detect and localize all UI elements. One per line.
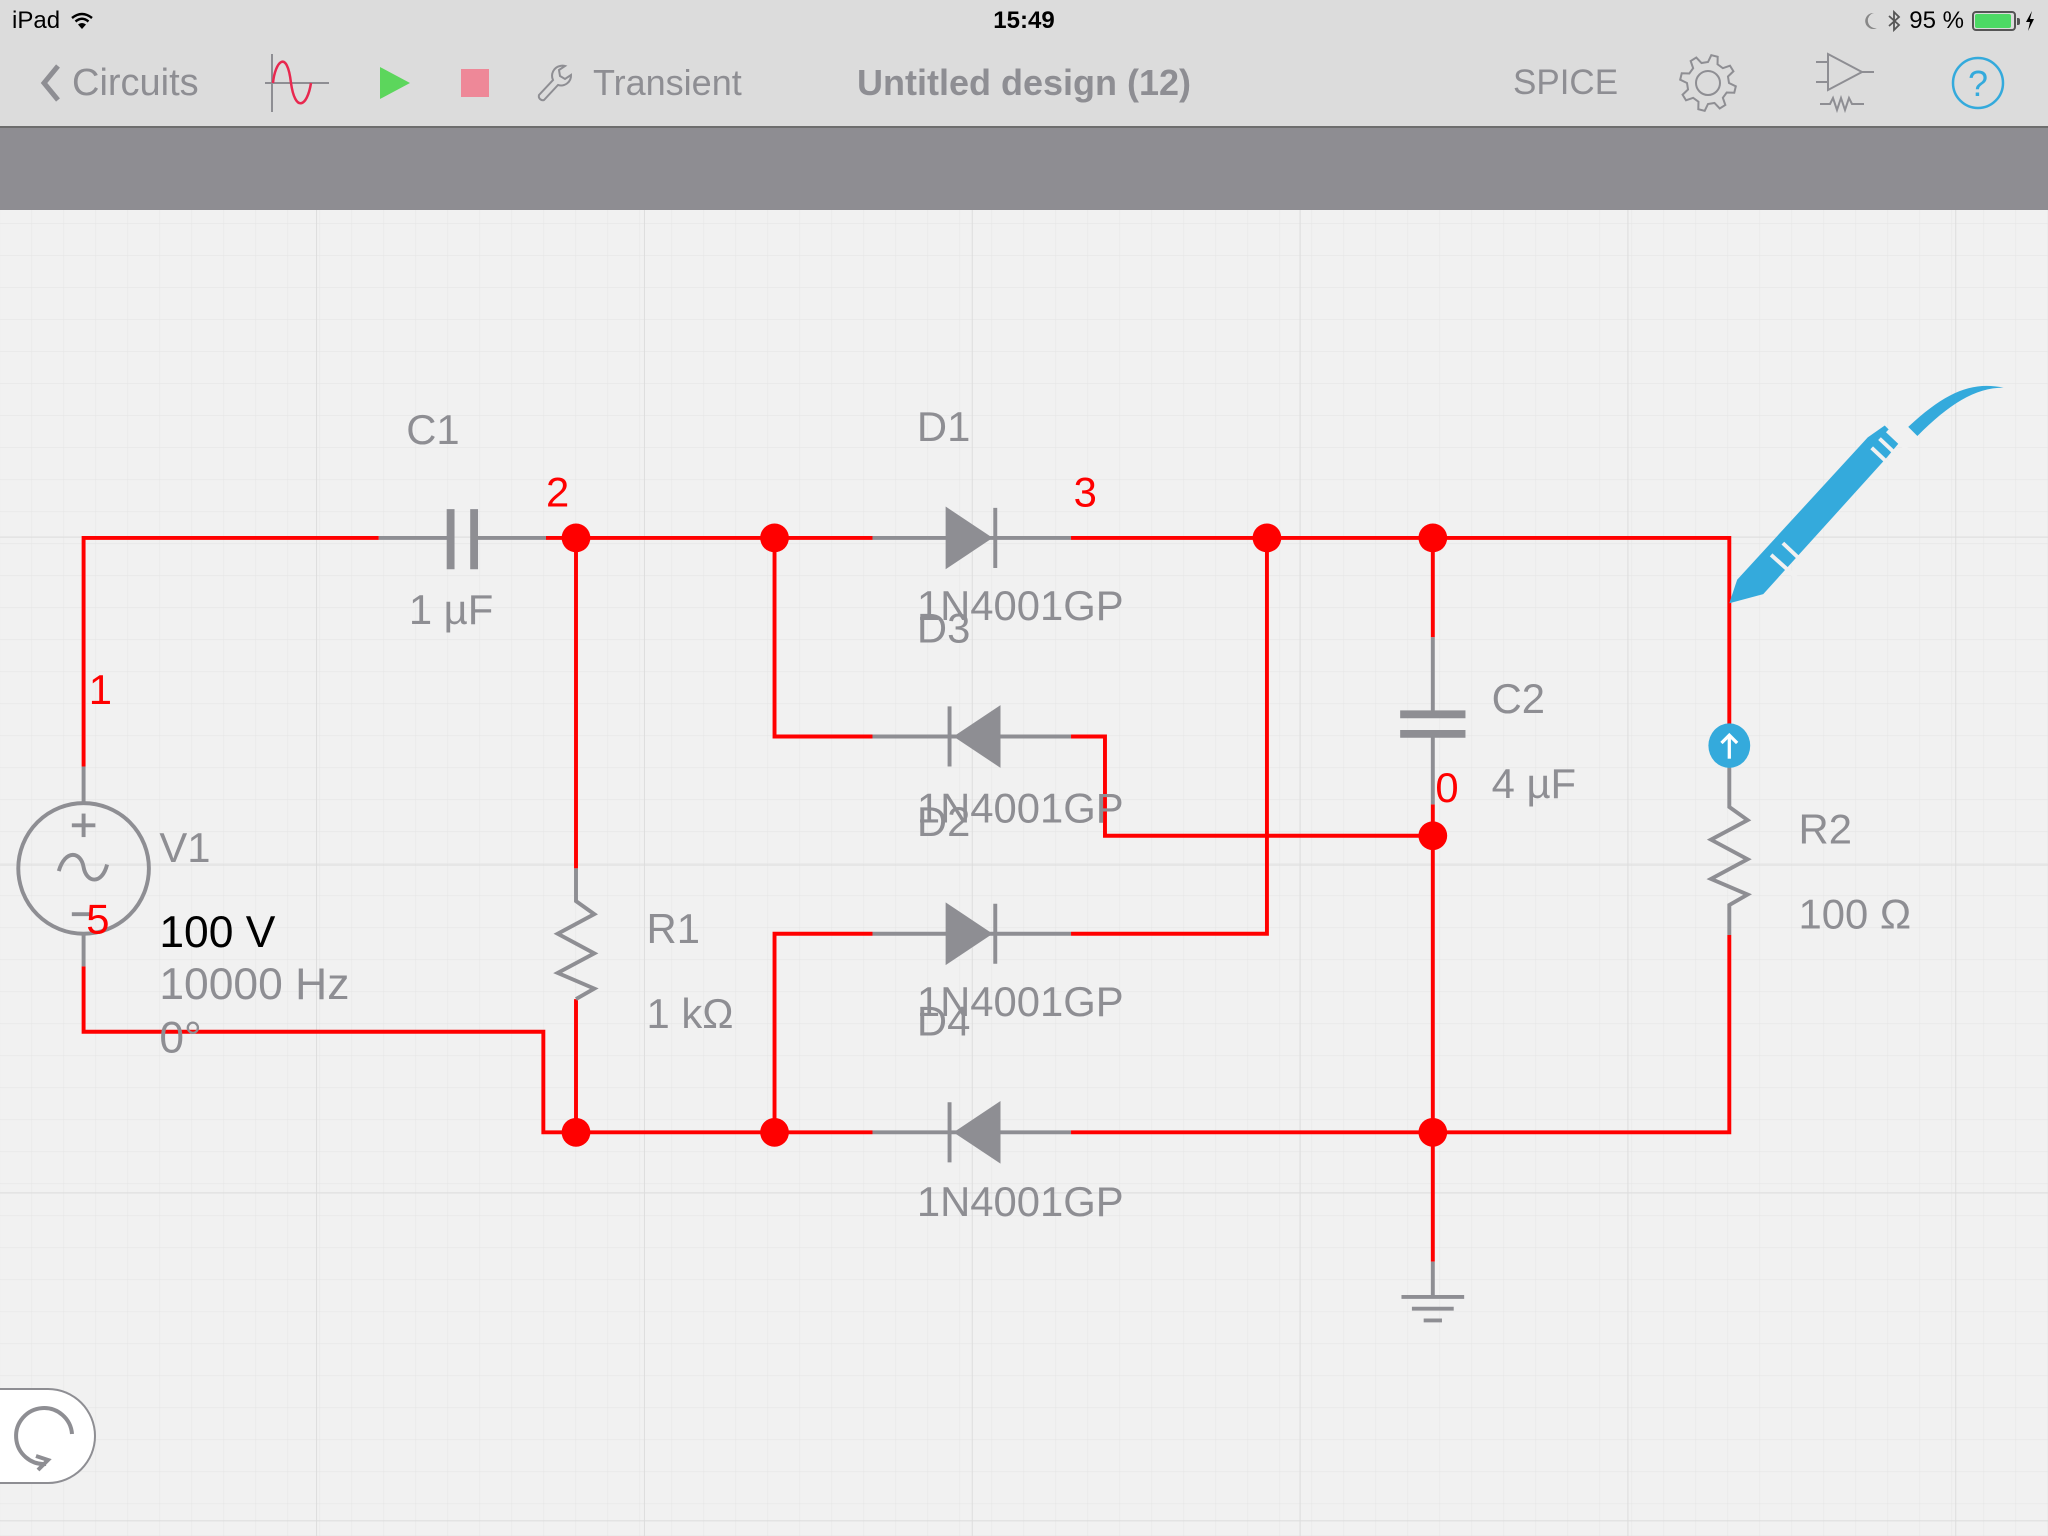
wire-node-3-d2[interactable] bbox=[1071, 537, 1269, 936]
svg-text:?: ? bbox=[1968, 63, 1988, 104]
junction-dot bbox=[561, 1117, 591, 1147]
d2-model: 1N4001GP bbox=[917, 978, 1124, 1025]
back-label: Circuits bbox=[72, 61, 199, 104]
waveform-icon bbox=[265, 54, 329, 112]
wifi-icon bbox=[71, 12, 93, 29]
v1-amplitude: 100 V bbox=[159, 908, 275, 957]
help-icon: ? bbox=[1951, 56, 2005, 110]
wrench-icon bbox=[537, 64, 572, 102]
v1-phase: 0° bbox=[159, 1014, 201, 1063]
ac-source-icon bbox=[56, 813, 110, 917]
back-button[interactable]: Circuits bbox=[38, 40, 199, 126]
wire-d4-right[interactable] bbox=[1071, 935, 1732, 1135]
wire-d3-to-node-0[interactable] bbox=[1071, 734, 1433, 838]
d1-model: 1N4001GP bbox=[917, 582, 1124, 629]
junction-dot bbox=[1418, 1117, 1448, 1147]
junction-dot bbox=[1418, 821, 1448, 851]
node-label-0: 0 bbox=[1435, 764, 1458, 811]
component-v1[interactable] bbox=[16, 766, 151, 967]
component-c1[interactable] bbox=[378, 509, 546, 570]
stop-icon bbox=[461, 69, 489, 97]
d4-label: D4 bbox=[917, 998, 970, 1045]
d3-model: 1N4001GP bbox=[917, 785, 1124, 832]
gear-icon bbox=[1679, 54, 1737, 112]
current-probe-marker[interactable] bbox=[1708, 723, 1751, 768]
analysis-button[interactable]: Transient bbox=[535, 40, 742, 126]
junction-dot bbox=[760, 523, 789, 553]
d4-model: 1N4001GP bbox=[917, 1178, 1124, 1225]
secondary-toolbar bbox=[0, 128, 2048, 210]
component-d4[interactable] bbox=[872, 1100, 1072, 1164]
ground-icon[interactable] bbox=[1401, 1261, 1465, 1323]
c1-value: 1 µF bbox=[409, 586, 493, 633]
wire-node-2-d3[interactable] bbox=[772, 537, 873, 739]
wire-node-1[interactable] bbox=[81, 535, 379, 767]
bluetooth-icon bbox=[1888, 9, 1901, 33]
d3-label: D3 bbox=[917, 604, 970, 651]
settings-button[interactable] bbox=[1675, 40, 1741, 126]
r1-value: 1 kΩ bbox=[647, 990, 734, 1037]
refresh-icon bbox=[14, 1406, 74, 1472]
d1-label: D1 bbox=[917, 403, 970, 450]
status-time: 15:49 bbox=[993, 7, 1055, 34]
wire-node-5[interactable] bbox=[81, 966, 873, 1135]
battery-icon bbox=[1972, 11, 2020, 31]
chevron-left-icon bbox=[40, 64, 60, 102]
v1-label: V1 bbox=[159, 824, 210, 871]
c2-label: C2 bbox=[1492, 675, 1545, 722]
spice-button[interactable]: SPICE bbox=[1513, 40, 1618, 126]
wires bbox=[81, 535, 1732, 1262]
battery-percent: 95 % bbox=[1909, 7, 1964, 34]
d2-label: D2 bbox=[917, 798, 970, 845]
junctions bbox=[561, 523, 1448, 1147]
component-library-button[interactable] bbox=[1812, 40, 1880, 126]
v1-frequency: 10000 Hz bbox=[159, 960, 349, 1009]
node-label-5: 5 bbox=[86, 896, 109, 943]
junction-dot bbox=[760, 1117, 789, 1147]
toolbar: Circuits Transient Untitled design (12) … bbox=[0, 40, 2048, 128]
battery-fill bbox=[1975, 14, 2012, 28]
node-label-1: 1 bbox=[89, 666, 112, 713]
component-d3[interactable] bbox=[872, 705, 1072, 768]
status-bar: iPad 15:49 95 % bbox=[0, 0, 2048, 40]
help-button[interactable]: ? bbox=[1950, 40, 2006, 126]
r1-label: R1 bbox=[647, 905, 700, 952]
reset-view-button[interactable] bbox=[0, 1388, 96, 1484]
schematic-canvas[interactable]: V1 100 V 10000 Hz 0° C1 1 µF R1 1 kΩ D1 … bbox=[0, 210, 2048, 1536]
wire-node-3-top[interactable] bbox=[1071, 535, 1732, 727]
run-button[interactable] bbox=[378, 40, 412, 126]
r2-label: R2 bbox=[1799, 806, 1852, 853]
component-d1[interactable] bbox=[872, 506, 1072, 570]
r2-value: 100 Ω bbox=[1799, 891, 1912, 938]
charging-icon bbox=[2026, 11, 2034, 31]
grid-major bbox=[0, 210, 2048, 1536]
junction-dot bbox=[1418, 523, 1448, 553]
component-r1[interactable] bbox=[553, 868, 599, 1001]
play-icon bbox=[380, 67, 410, 99]
moon-icon bbox=[1865, 12, 1878, 29]
stop-button[interactable] bbox=[460, 40, 490, 126]
component-c2[interactable] bbox=[1400, 637, 1466, 805]
component-d2[interactable] bbox=[872, 902, 1072, 966]
spice-label: SPICE bbox=[1513, 63, 1619, 102]
component-library-icon bbox=[1816, 52, 1874, 114]
arrow-up-icon bbox=[1720, 732, 1739, 759]
node-label-3: 3 bbox=[1074, 469, 1097, 516]
component-r2[interactable] bbox=[1706, 762, 1752, 936]
wire-d2-left[interactable] bbox=[772, 931, 873, 1133]
junction-dot bbox=[561, 523, 591, 553]
junction-dot bbox=[1252, 523, 1282, 553]
probe-pen-icon[interactable] bbox=[1729, 385, 2004, 604]
c2-value: 4 µF bbox=[1492, 760, 1576, 807]
node-label-2: 2 bbox=[546, 469, 569, 516]
c1-label: C1 bbox=[406, 406, 459, 453]
device-name: iPad bbox=[12, 7, 61, 34]
waveform-button[interactable] bbox=[265, 40, 331, 126]
analysis-label: Transient bbox=[593, 62, 742, 103]
